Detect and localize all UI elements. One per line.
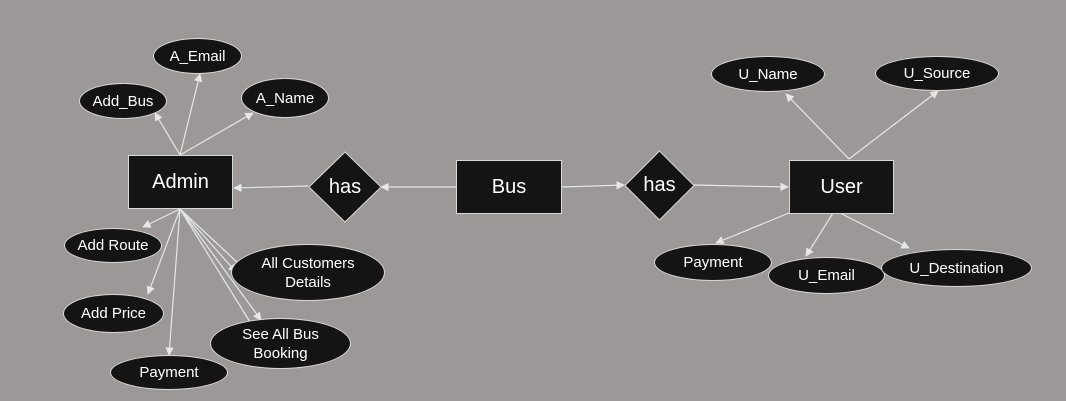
entity-bus[interactable]: Bus bbox=[456, 160, 562, 214]
attr-admin-payment[interactable]: Payment bbox=[110, 355, 228, 390]
connector-admin-all-customers bbox=[179, 208, 237, 273]
attr-all-customers-details[interactable]: All Customers Details bbox=[231, 244, 385, 301]
connector-admin-see-all-bus bbox=[179, 208, 262, 321]
entity-admin[interactable]: Admin bbox=[128, 155, 233, 209]
attr-u-source[interactable]: U_Source bbox=[875, 56, 999, 91]
attr-u-destination[interactable]: U_Destination bbox=[881, 249, 1032, 287]
attr-u-source-label: U_Source bbox=[903, 65, 971, 82]
attr-a-email-label: A_Email bbox=[169, 47, 226, 65]
connector-admin-a-email bbox=[179, 73, 203, 156]
connector-admin-a-name bbox=[179, 112, 254, 156]
connector-admin-all-customers-2 bbox=[179, 208, 241, 266]
attr-see-all-bus-booking-label: See All Bus Booking bbox=[242, 325, 319, 362]
entity-admin-label: Admin bbox=[152, 170, 209, 193]
entity-user[interactable]: User bbox=[789, 160, 894, 214]
connector-has-user bbox=[693, 182, 789, 192]
relationship-has-right[interactable]: has bbox=[624, 150, 695, 221]
connector-admin-add-bus bbox=[154, 112, 181, 156]
attr-u-email[interactable]: U_Email bbox=[768, 257, 885, 294]
connector-user-u-email bbox=[805, 212, 834, 257]
connector-admin-add-price bbox=[146, 208, 181, 295]
attr-a-name-label: A_Name bbox=[255, 89, 315, 107]
connector-admin-add-route bbox=[142, 208, 181, 228]
attr-see-all-bus-booking[interactable]: See All Bus Booking bbox=[210, 318, 351, 369]
connector-bus-has-right bbox=[561, 181, 625, 190]
attr-a-email[interactable]: A_Email bbox=[153, 38, 242, 74]
attr-add-price[interactable]: Add Price bbox=[63, 294, 164, 333]
connector-has-admin bbox=[233, 183, 309, 192]
diamond-shape bbox=[624, 150, 695, 221]
attr-add-price-label: Add Price bbox=[80, 305, 147, 322]
connector-admin-payment bbox=[165, 208, 181, 356]
relationship-has-left-label: has bbox=[328, 175, 362, 198]
connector-user-u-source bbox=[848, 90, 939, 160]
attr-user-payment[interactable]: Payment bbox=[654, 244, 772, 281]
relationship-has-left[interactable]: has bbox=[308, 151, 382, 223]
entity-bus-label: Bus bbox=[491, 175, 527, 198]
connector-user-u-destination bbox=[839, 212, 910, 249]
connector-user-payment bbox=[715, 212, 790, 245]
attr-u-name[interactable]: U_Name bbox=[711, 56, 825, 92]
attr-u-name-label: U_Name bbox=[738, 65, 798, 83]
diamond-shape bbox=[308, 151, 382, 223]
attr-u-email-label: U_Email bbox=[798, 267, 855, 284]
connector-admin-see-all-bus-2 bbox=[179, 208, 251, 323]
entity-user-label: User bbox=[820, 175, 863, 198]
attr-a-name[interactable]: A_Name bbox=[241, 78, 329, 118]
attr-u-destination-label: U_Destination bbox=[909, 259, 1004, 277]
connector-user-u-name bbox=[785, 93, 850, 160]
attr-add-route[interactable]: Add Route bbox=[64, 228, 162, 263]
attr-add-bus-label: Add_Bus bbox=[92, 92, 154, 110]
attr-user-payment-label: Payment bbox=[683, 254, 743, 271]
attr-add-bus[interactable]: Add_Bus bbox=[79, 83, 167, 119]
relationship-has-right-label: has bbox=[643, 174, 676, 196]
attr-admin-payment-label: Payment bbox=[139, 364, 199, 381]
attr-add-route-label: Add Route bbox=[77, 237, 149, 254]
attr-all-customers-details-label: All Customers Details bbox=[261, 254, 355, 291]
